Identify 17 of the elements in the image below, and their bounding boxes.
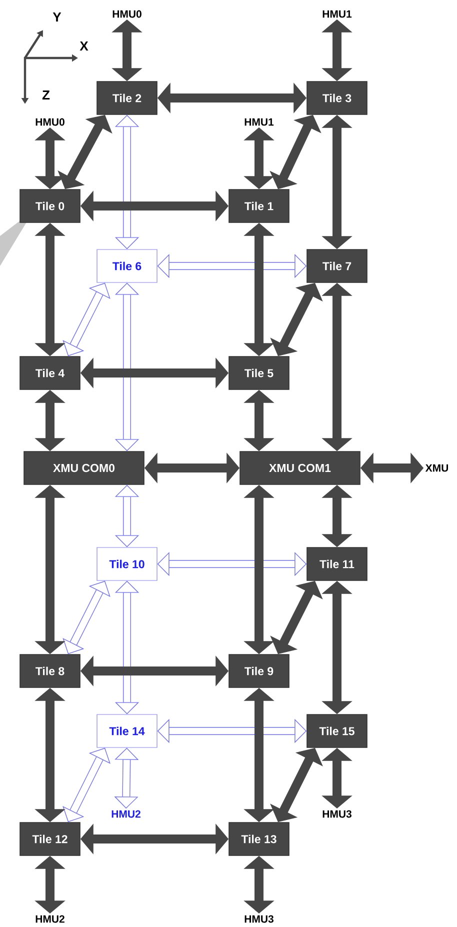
- tile-box: Tile 14: [96, 714, 158, 748]
- port-label: HMU3: [322, 810, 352, 818]
- axis-label: Z: [42, 90, 50, 100]
- port-label: HMU0: [112, 10, 142, 18]
- port-label: HMU1: [244, 118, 274, 126]
- axis-label: X: [80, 42, 88, 50]
- port-label: HMU1: [322, 10, 352, 18]
- port-label: HMU0: [36, 118, 64, 126]
- port-label: HMU3: [244, 915, 274, 923]
- tile-box: Tile 10: [96, 547, 158, 581]
- arrow: [114, 580, 140, 714]
- port-label: HMU2: [112, 810, 140, 818]
- tile-box: Tile 6: [96, 249, 158, 283]
- port-label: HMU2: [36, 915, 64, 923]
- axis-label: Y: [52, 12, 62, 22]
- arrow: [62, 282, 110, 356]
- port-label: XMU: [425, 464, 448, 472]
